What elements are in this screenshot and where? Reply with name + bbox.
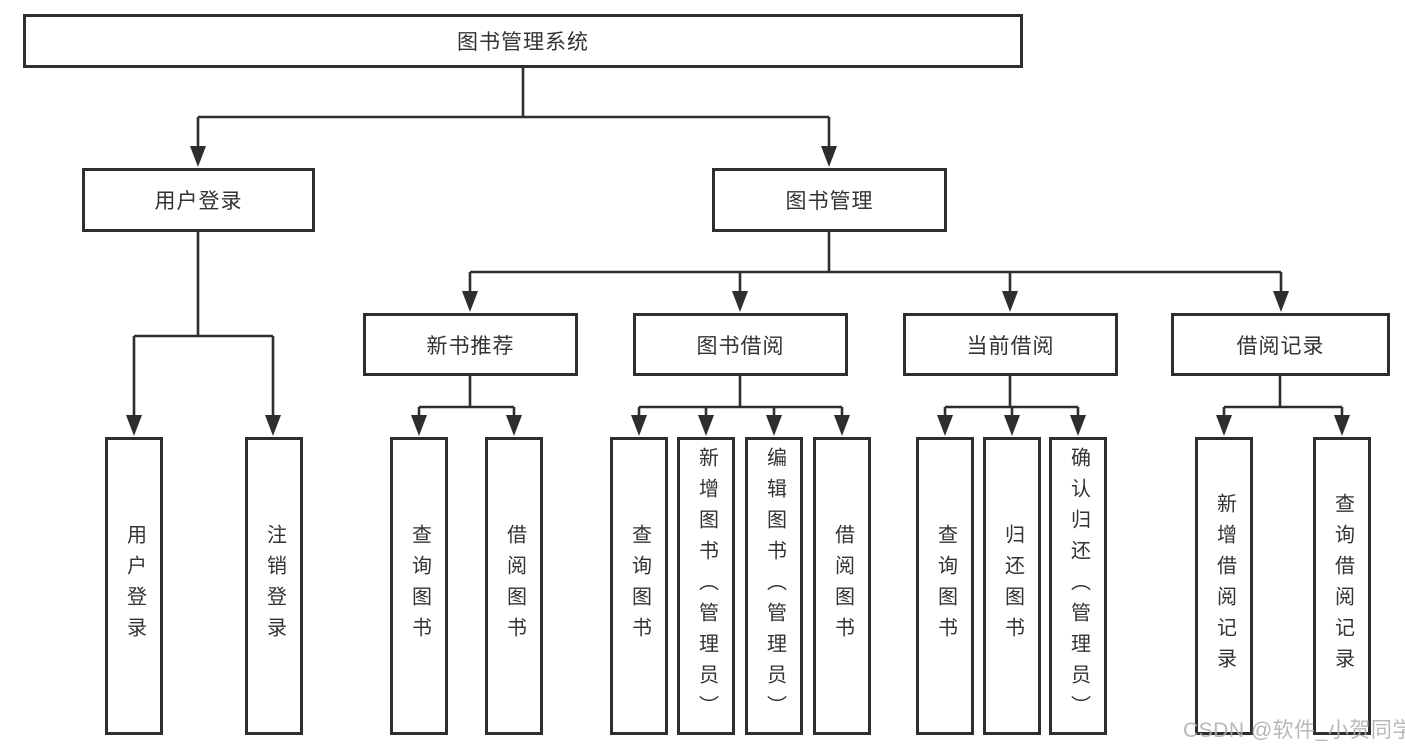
node-user-login: 用户登录	[82, 168, 315, 232]
leaf-logout: 注销登录	[245, 437, 303, 735]
leaf-query-books-2-label: 查询图书	[628, 524, 651, 648]
leaf-confirm-return-admin: 确认归还（管理员）	[1049, 437, 1107, 735]
leaf-user-login-label: 用户登录	[123, 524, 146, 648]
node-book-borrow-label: 图书借阅	[696, 334, 785, 358]
leaf-logout-label: 注销登录	[263, 524, 286, 648]
node-book-borrow: 图书借阅	[633, 313, 848, 376]
leaf-add-books-admin-label: 新增图书（管理员）	[695, 446, 718, 726]
leaf-borrow-books-2-label: 借阅图书	[831, 524, 854, 648]
arrowheads	[126, 146, 1350, 436]
leaf-borrow-books-1-label: 借阅图书	[503, 524, 526, 648]
leaf-confirm-return-admin-label: 确认归还（管理员）	[1067, 446, 1090, 726]
leaf-borrow-books-1: 借阅图书	[485, 437, 543, 735]
node-book-management-label: 图书管理	[785, 190, 874, 213]
leaf-query-borrow-record-label: 查询借阅记录	[1331, 493, 1354, 679]
node-book-management: 图书管理	[712, 168, 947, 232]
watermark: CSDN @软件_小贺同学	[1183, 719, 1405, 742]
leaf-return-books: 归还图书	[983, 437, 1041, 735]
leaf-add-borrow-record: 新增借阅记录	[1195, 437, 1253, 735]
node-borrow-records-label: 借阅记录	[1236, 334, 1325, 358]
leaf-return-books-label: 归还图书	[1001, 524, 1024, 648]
node-new-book-recommend: 新书推荐	[363, 313, 578, 376]
node-new-book-recommend-label: 新书推荐	[426, 334, 515, 358]
leaf-query-books-3: 查询图书	[916, 437, 974, 735]
leaf-edit-books-admin-label: 编辑图书（管理员）	[763, 446, 786, 726]
leaf-borrow-books-2: 借阅图书	[813, 437, 871, 735]
node-current-borrow-label: 当前借阅	[966, 334, 1055, 358]
leaf-query-books-2: 查询图书	[610, 437, 668, 735]
leaf-query-books-1: 查询图书	[390, 437, 448, 735]
leaf-user-login: 用户登录	[105, 437, 163, 735]
node-current-borrow: 当前借阅	[903, 313, 1118, 376]
leaf-query-books-3-label: 查询图书	[934, 524, 957, 648]
leaf-query-books-1-label: 查询图书	[408, 524, 431, 648]
leaf-query-borrow-record: 查询借阅记录	[1313, 437, 1371, 735]
leaf-edit-books-admin: 编辑图书（管理员）	[745, 437, 803, 735]
leaf-add-borrow-record-label: 新增借阅记录	[1213, 493, 1236, 679]
leaf-add-books-admin: 新增图书（管理员）	[677, 437, 735, 735]
node-root-system: 图书管理系统	[23, 14, 1023, 68]
node-borrow-records: 借阅记录	[1171, 313, 1390, 376]
node-root-label: 图书管理系统	[457, 31, 589, 54]
node-user-login-label: 用户登录	[154, 190, 243, 213]
